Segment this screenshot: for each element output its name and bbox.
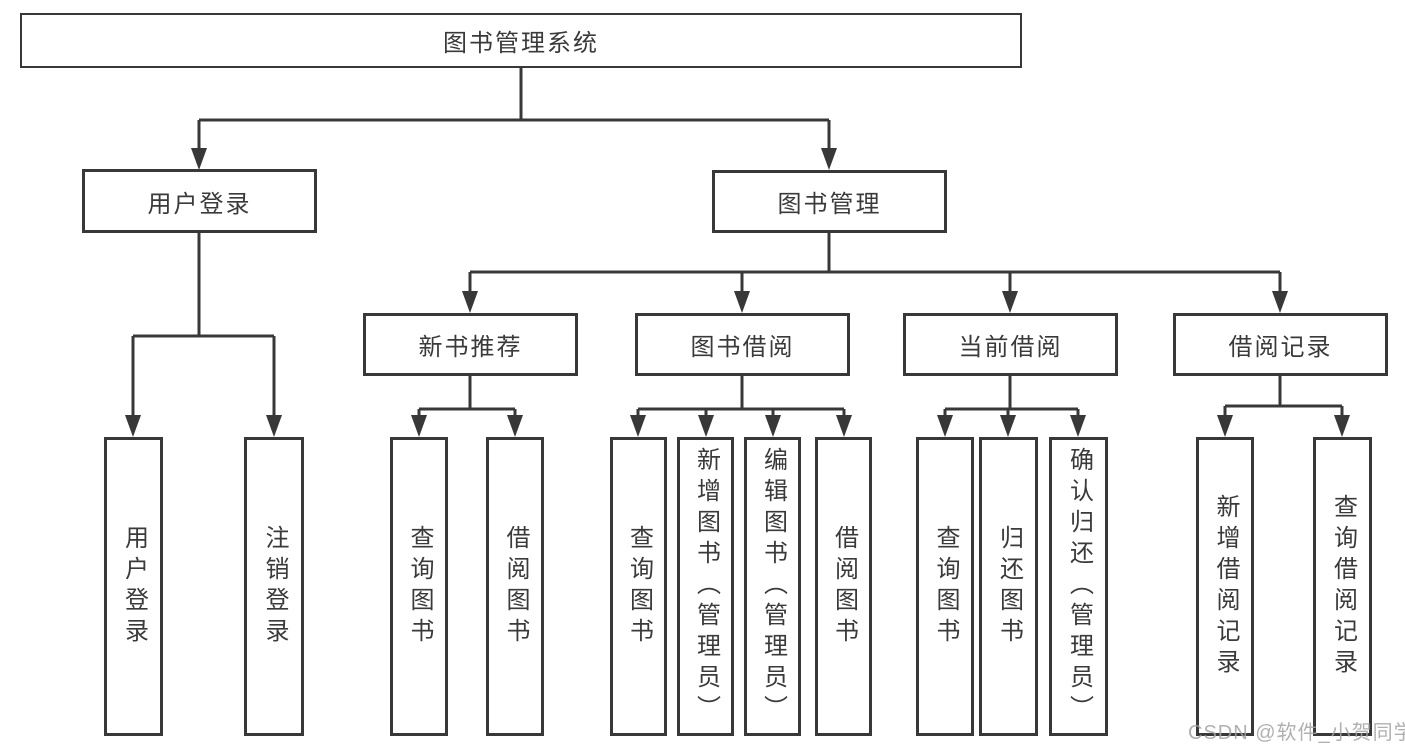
node-label: 借阅记录 (1228, 334, 1333, 361)
csdn-watermark: CSDN @软件_小贺同学 (1188, 722, 1405, 744)
leaf-label: 查询借阅记录 (1329, 493, 1357, 680)
leaf-label: 借阅图书 (502, 524, 529, 649)
node-new-book-recommendation: 新书推荐 (363, 313, 578, 376)
node-label: 当前借阅 (958, 334, 1063, 361)
leaf-query-books-recommend: 查询图书 (390, 437, 448, 736)
node-current-borrowing: 当前借阅 (903, 313, 1118, 376)
node-label: 用户登录 (147, 190, 252, 218)
connector-newbook-to-leaves (417, 376, 517, 419)
leaf-query-books-borrow: 查询图书 (610, 437, 667, 736)
leaf-label: 归还图书 (995, 524, 1023, 649)
leaf-label: 编辑图书（管理员） (759, 447, 787, 726)
leaf-label: 确认归还（管理员） (1065, 447, 1093, 726)
leaf-edit-book-admin: 编辑图书（管理员） (744, 437, 801, 736)
arrowheads (125, 148, 1350, 437)
node-book-borrowing: 图书借阅 (635, 313, 850, 376)
leaf-borrow-books-recommend: 借阅图书 (486, 437, 544, 736)
leaf-label: 借阅图书 (830, 524, 858, 649)
leaf-label: 新增借阅记录 (1212, 493, 1239, 680)
connector-records-to-leaves (1223, 376, 1344, 419)
leaf-label: 查询图书 (406, 524, 433, 649)
node-label: 图书管理 (777, 191, 882, 218)
leaf-label: 新增图书（管理员） (692, 447, 720, 726)
node-user-login: 用户登录 (82, 169, 317, 233)
leaf-label: 查询图书 (932, 524, 959, 649)
connector-bookmgmt-to-level3 (468, 233, 1282, 295)
connector-bookborrow-to-leaves (636, 376, 846, 419)
leaf-label: 查询图书 (625, 524, 653, 649)
leaf-return-books: 归还图书 (979, 437, 1038, 736)
leaf-label: 用户登录 (120, 524, 148, 649)
node-borrowing-records: 借阅记录 (1173, 313, 1388, 376)
leaf-confirm-return-admin: 确认归还（管理员） (1049, 437, 1108, 736)
node-label: 图书借阅 (690, 334, 795, 361)
connector-root-to-level2 (197, 68, 831, 152)
node-label: 图书管理系统 (443, 30, 599, 57)
leaf-logout: 注销登录 (244, 437, 304, 736)
leaf-user-login: 用户登录 (104, 437, 163, 736)
connector-currentborrow-to-leaves (943, 376, 1080, 419)
leaf-borrow-books: 借阅图书 (815, 437, 872, 736)
leaf-label: 注销登录 (261, 524, 288, 649)
node-book-management: 图书管理 (712, 170, 947, 233)
leaf-add-borrow-record: 新增借阅记录 (1196, 437, 1254, 736)
node-label: 新书推荐 (418, 334, 523, 361)
leaf-query-books-current: 查询图书 (916, 437, 974, 736)
leaf-query-borrow-record: 查询借阅记录 (1313, 437, 1372, 736)
connector-usermgmt-to-leaves (131, 233, 276, 419)
node-library-management-system: 图书管理系统 (20, 13, 1022, 68)
leaf-add-book-admin: 新增图书（管理员） (677, 437, 734, 736)
